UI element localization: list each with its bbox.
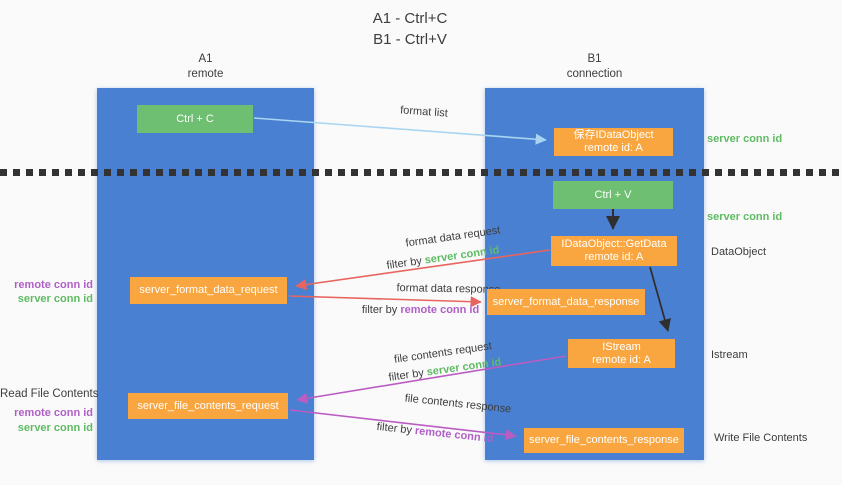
node-server-file-contents-response-label: server_file_contents_response — [529, 434, 679, 446]
node-idataobject-getdata-line2: remote id: A — [584, 251, 644, 263]
node-server-format-data-response: server_format_data_response — [487, 289, 645, 315]
node-server-format-data-response-label: server_format_data_response — [492, 295, 640, 308]
column-header-b1: B1 connection — [485, 52, 704, 82]
title-line-2: B1 - Ctrl+V — [373, 31, 447, 48]
node-ctrl-c-label: Ctrl + C — [176, 112, 214, 125]
arrow-file-contents-request — [296, 355, 567, 404]
node-server-format-data-request-label: server_format_data_request — [139, 284, 278, 296]
arrow-format-data-request — [295, 249, 551, 291]
arrow-getdata-to-istream — [649, 266, 671, 332]
node-save-idataobject-line2: remote id: A — [584, 142, 643, 154]
remote-conn-id-text: remote conn id — [400, 304, 480, 316]
node-server-file-contents-response: server_file_contents_response — [524, 428, 684, 453]
title-line-1: A1 - Ctrl+C — [372, 10, 448, 27]
label-istream-right: Istream — [711, 349, 748, 361]
node-save-idataobject: 保存IDataObject remote id: A — [554, 128, 673, 156]
arrow-file-contents-response — [289, 409, 517, 441]
node-server-file-contents-request-label: server_file_contents_request — [137, 399, 279, 412]
dotted-separator — [0, 169, 842, 176]
column-b1-sublabel: connection — [566, 68, 623, 80]
label-server-conn-id-left-top: server conn id — [17, 293, 93, 305]
label-remote-conn-id-left-bottom: remote conn id — [14, 407, 93, 419]
node-idataobject-getdata: IDataObject::GetData remote id: A — [551, 236, 677, 266]
label-server-conn-id-left-bottom: server conn id — [17, 422, 93, 434]
label-read-file-contents: Read File Contents — [0, 388, 99, 400]
column-a1-label: A1 — [198, 53, 213, 65]
column-b1-label: B1 — [587, 53, 602, 65]
label-remote-conn-id-left-top: remote conn id — [14, 279, 93, 291]
arrow-format-list — [253, 117, 547, 145]
node-server-file-contents-request: server_file_contents_request — [128, 393, 288, 419]
node-ctrl-c: Ctrl + C — [137, 105, 253, 133]
filter-by-text: filter by — [361, 304, 398, 316]
label-write-file-contents: Write File Contents — [714, 432, 808, 444]
node-server-format-data-request: server_format_data_request — [130, 277, 287, 304]
label-server-conn-id-right-mid: server conn id — [707, 211, 783, 223]
node-istream-line2: remote id: A — [592, 353, 651, 366]
node-save-idataobject-line1: 保存IDataObject — [573, 129, 654, 141]
diagram-title: A1 - Ctrl+C B1 - Ctrl+V — [320, 8, 500, 50]
node-ctrl-v-label: Ctrl + V — [594, 188, 632, 201]
label-filter-by-remote-conn-id-1: filter by remote conn id — [338, 304, 503, 316]
column-a1-sublabel: remote — [187, 68, 224, 80]
column-header-a1: A1 remote — [97, 52, 314, 82]
node-ctrl-v: Ctrl + V — [553, 181, 673, 209]
label-dataobject: DataObject — [711, 246, 767, 258]
node-idataobject-getdata-line1: IDataObject::GetData — [561, 238, 667, 250]
arrow-format-data-response — [288, 295, 482, 308]
label-server-conn-id-right-top: server conn id — [707, 133, 783, 145]
node-istream-line1: IStream — [602, 340, 641, 353]
node-istream: IStream remote id: A — [568, 339, 675, 368]
